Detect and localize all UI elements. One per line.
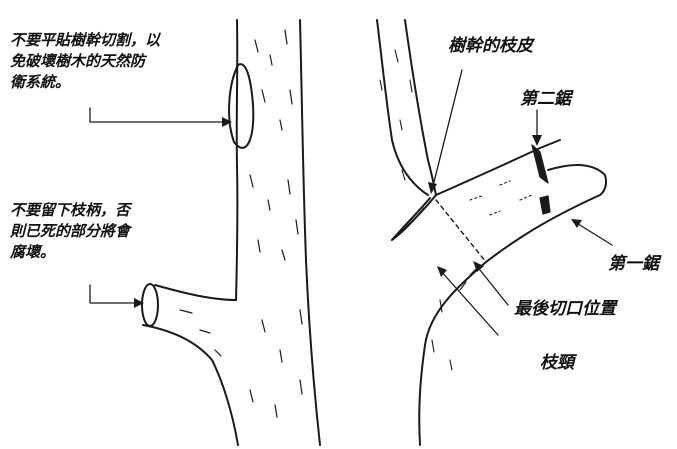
branch-end-piece (547, 164, 608, 196)
right-bark-texture (379, 49, 533, 371)
right-tree-illustration (376, 19, 613, 446)
flush-cut-arrowhead (222, 117, 232, 127)
left-trunk-right-edge (299, 19, 321, 446)
left-trunk-left-edge (235, 19, 239, 301)
stub-warning-line-3: 腐壞。 (10, 243, 56, 261)
stub-pointer (89, 284, 141, 304)
stub-arrowhead (134, 298, 144, 308)
branch-end-top (539, 139, 561, 149)
branch-bottom-edge (485, 194, 601, 263)
final-cut-line (435, 199, 487, 263)
bark-ridge-wedge (391, 197, 431, 241)
stub-warning-line-1: 不要留下枝柄，否 (10, 201, 131, 219)
second-cut-arrowhead (532, 135, 542, 146)
branch-collar-label: 枝頸 (540, 353, 574, 373)
final-cut-arrowhead (473, 261, 484, 272)
stub-cut-end (141, 283, 159, 327)
final-cut-position-label: 最後切口位置 (514, 299, 616, 319)
branch-collar-curve (418, 261, 487, 446)
final-cut-pointer (475, 264, 509, 306)
branch-bark-ridge-label: 樹幹的枝皮 (448, 36, 533, 56)
stub-warning-line-2: 則已死的部分將會 (10, 222, 131, 240)
flush-cut-warning-line-2: 免破壞樹木的天然防 (10, 52, 146, 70)
stub-warning: 不要留下枝柄，否 則已死的部分將會 腐壞。 (10, 200, 130, 263)
flush-cut-warning: 不要平貼樹幹切割，以 免破壞樹木的天然防 衛系統。 (10, 30, 160, 93)
collar-pointer (439, 269, 499, 336)
arrowheads (134, 117, 582, 308)
left-bark-texture (179, 29, 303, 418)
right-trunk-left-edge (376, 19, 429, 196)
bark-ridge-arrowhead (428, 182, 437, 194)
second-cut-label: 第二鋸 (520, 89, 571, 109)
collar-arrowhead (437, 266, 447, 277)
left-tree-illustration (89, 19, 321, 446)
first-cut-label: 第一鋸 (608, 254, 659, 274)
first-cut-arrowhead (571, 219, 582, 228)
second-saw-cut (531, 144, 549, 184)
flush-cut-wound (228, 63, 255, 149)
bark-ridge-pointer (431, 69, 463, 191)
first-cut-pointer (574, 221, 613, 246)
flush-cut-warning-line-1: 不要平貼樹幹切割，以 (10, 31, 161, 49)
flush-cut-warning-line-3: 衛系統。 (10, 73, 71, 91)
flush-cut-pointer (89, 107, 229, 123)
first-saw-cut (539, 195, 551, 215)
branch-top-edge (435, 147, 541, 196)
stub-top-edge (154, 284, 237, 301)
right-trunk-right-edge (404, 19, 437, 196)
stub-bottom-edge (142, 324, 239, 446)
